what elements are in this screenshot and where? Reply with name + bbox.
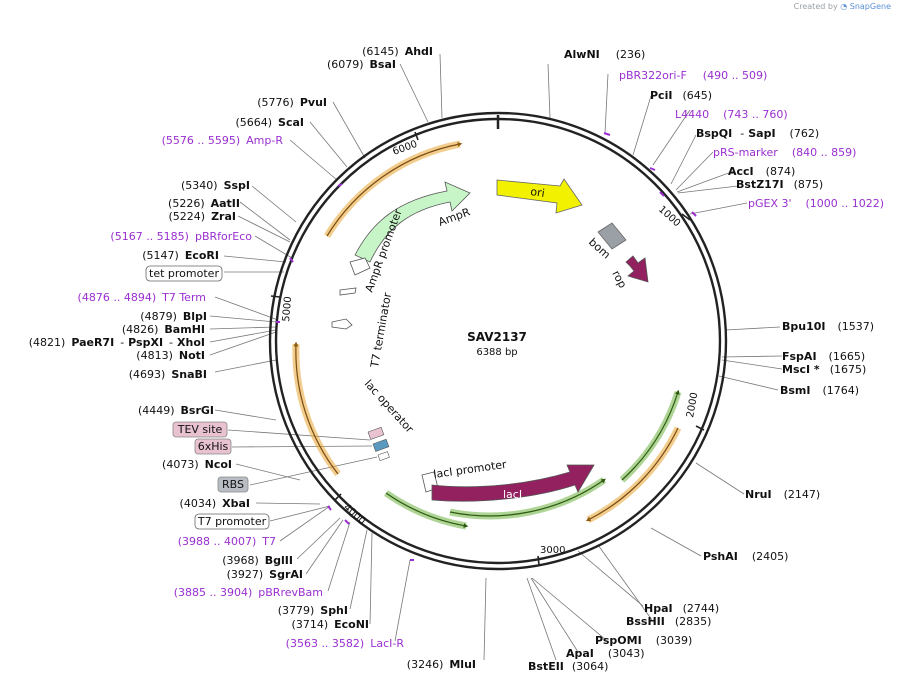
- lac-operator-feature: [367, 426, 390, 462]
- enzyme-BspQI-SapI: BspQI-SapI(762): [696, 127, 819, 140]
- plasmid-size: 6388 bp: [476, 347, 517, 358]
- rop-label: rop: [609, 268, 629, 290]
- enzyme-PaeR7I-group: (4821)PaeR7I-PspXI-XhoI: [29, 336, 205, 349]
- backbone-outer: [268, 111, 728, 571]
- enzyme-EcoRI-pos: (5147)EcoRI: [142, 249, 219, 262]
- enzyme-ApaI: ApaI(3043): [566, 647, 644, 660]
- enzyme-PciI: PciI(645): [650, 89, 712, 102]
- primer-pBRforEco: (5167 .. 5185)pBRforEco: [110, 230, 252, 243]
- rbs-label: RBS: [222, 478, 244, 491]
- enzyme-BstZ17I: BstZ17I(875): [736, 178, 823, 191]
- enzyme-BstEII: BstEII(3064): [528, 660, 608, 673]
- enzyme-NruI: NruI(2147): [745, 488, 820, 501]
- ampr-promoter-feature: [349, 257, 371, 276]
- enzyme-BsmI: BsmI(1764): [780, 384, 859, 397]
- enzyme-SgrAI-pos: (3927)SgrAI: [227, 568, 303, 581]
- ori-feature: [496, 178, 583, 214]
- 6xhis-box: [194, 438, 232, 455]
- tick-3000: 3000: [540, 545, 565, 556]
- terminator-mark-1: [339, 287, 357, 296]
- enzyme-ScaI-pos: (5664)ScaI: [235, 116, 304, 129]
- tick-marks: [270, 131, 705, 566]
- enzyme-AlwNI: AlwNI(236): [564, 48, 645, 61]
- credit-prefix: Created by: [793, 2, 838, 11]
- orf-arc-green-3-line: [385, 492, 469, 528]
- enzyme-PvuI-pos: (5776)PvuI: [257, 96, 327, 109]
- enzyme-BssHII: BssHII(2835): [626, 615, 711, 628]
- laci-label: lacI: [503, 488, 522, 501]
- enzyme-AhdI-pos: (6145)AhdI: [362, 45, 433, 58]
- enzyme-ZraI-pos: (5224)ZraI: [169, 210, 237, 223]
- ampr-feature: [354, 181, 471, 263]
- left-labels: (6145)AhdI (6079)BsaI (5776)PvuI (5664)S…: [29, 45, 476, 671]
- enzyme-BlpI-pos: (4879)BlpI: [140, 310, 207, 323]
- enzyme-AccI: AccI(874): [728, 165, 795, 178]
- enzyme-XbaI-pos: (4034)XbaI: [180, 497, 250, 510]
- tet-promoter-box: [145, 265, 223, 282]
- enzyme-BglII-pos: (3968)BglII: [222, 554, 293, 567]
- tev-site-label: TEV site: [177, 423, 223, 436]
- orf-arc-right-line: [585, 427, 679, 522]
- 6xhis-label: 6xHis: [198, 440, 229, 453]
- orf-arc-green-2-line: [449, 478, 606, 517]
- primer-marks: [276, 132, 697, 561]
- enzyme-PspOMI: PspOMI(3039): [595, 634, 692, 647]
- tick-5000: 5000: [281, 296, 294, 322]
- enzyme-HpaI: HpaI(2744): [644, 602, 719, 615]
- leader-lines: [209, 53, 783, 661]
- enzyme-Bpu10I: Bpu10I(1537): [782, 320, 874, 333]
- enzyme-MluI-pos: (3246)MluI: [407, 658, 476, 671]
- primer-pBRrevBam: (3885 .. 3904)pBRrevBam: [174, 586, 323, 599]
- laci-promoter-label: lacI promoter: [433, 458, 508, 481]
- lac-operator-label: lac operator: [362, 377, 417, 436]
- orf-arc-left-line: [293, 341, 339, 475]
- right-labels: AlwNI(236) pBR322ori-F(490 .. 509) PciI(…: [528, 48, 884, 673]
- enzyme-SnaBI-pos: (4693)SnaBI: [129, 368, 207, 381]
- ori-label: ori: [530, 185, 546, 200]
- snapgene-logo: ◔ SnapGene: [840, 2, 891, 11]
- enzyme-BamHI-pos: (4826)BamHI: [122, 323, 205, 336]
- enzyme-BsaI-pos: (6079)BsaI: [327, 58, 396, 71]
- rop-feature: [625, 255, 649, 283]
- t7-promoter-label: T7 promoter: [197, 515, 267, 528]
- enzyme-SspI-pos: (5340)SspI: [181, 179, 250, 192]
- tick-4000: 4000: [341, 502, 367, 527]
- orf-arc-green-1-line: [621, 389, 680, 481]
- t7-promoter-box: [194, 513, 270, 530]
- primer-T7: (3988 .. 4007)T7: [178, 535, 276, 548]
- primer-L4440: L4440(743 .. 760): [675, 108, 788, 121]
- enzyme-PshAI: PshAI(2405): [703, 550, 788, 563]
- primer-pGEX-3: pGEX 3'(1000 .. 1022): [748, 197, 884, 210]
- enzyme-BsrGI-pos: (4449)BsrGI: [138, 404, 214, 417]
- credit-brand: SnapGene: [849, 2, 891, 11]
- tet-promoter-label: tet promoter: [149, 267, 219, 280]
- tev-site-box: [172, 421, 228, 438]
- primer-pRS-marker: pRS-marker(840 .. 859): [713, 146, 856, 159]
- laci-feature: [431, 464, 595, 502]
- primer-Amp-R: (5576 .. 5595)Amp-R: [162, 134, 284, 147]
- orf-arc-left: [292, 343, 341, 477]
- enzyme-FspAI: FspAI(1665): [782, 350, 865, 363]
- enzyme-NcoI-pos: (4073)NcoI: [162, 458, 232, 471]
- primer-LacI-R: (3563 .. 3582)LacI-R: [286, 637, 405, 650]
- plasmid-name: SAV2137: [467, 330, 527, 344]
- t7-terminator-label: T7 terminator: [368, 291, 394, 369]
- enzyme-NotI-pos: (4813)NotI: [136, 349, 205, 362]
- primer-pBR322ori-F: pBR322ori-F(490 .. 509): [619, 69, 767, 82]
- enzyme-SphI-pos: (3779)SphI: [278, 604, 348, 617]
- tick-1000: 1000: [656, 204, 682, 229]
- snapgene-credit: Created by ◔ SnapGene: [794, 2, 891, 11]
- enzyme-EcoNI-pos: (3714)EcoNI: [292, 618, 369, 631]
- primer-T7-Term: (4876 .. 4894)T7 Term: [78, 291, 206, 304]
- rbs-box: [217, 476, 249, 493]
- enzyme-MscI: MscI *(1675): [782, 363, 866, 376]
- t7-terminator-feature: [331, 318, 353, 330]
- tick-2000: 2000: [685, 392, 700, 419]
- bom-feature: [597, 222, 627, 250]
- enzyme-AatII-pos: (5226)AatII: [168, 197, 240, 210]
- orf-arc-top-line: [326, 142, 463, 237]
